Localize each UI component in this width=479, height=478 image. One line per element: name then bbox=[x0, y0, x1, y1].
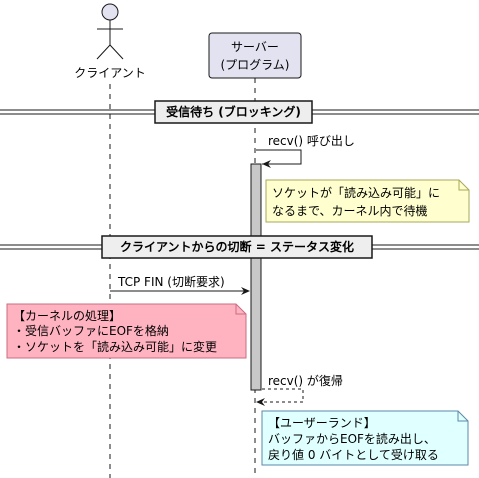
note-kernel: 【カーネルの処理】 ・受信バッファにEOFを格納 ・ソケットを「読み込み可能」に… bbox=[6, 303, 247, 359]
client-label: クライアント bbox=[74, 66, 146, 80]
divider-disconnect: クライアントからの切断 = ステータス変化 bbox=[0, 235, 479, 259]
message-tcp-fin: TCP FIN (切断要求) bbox=[110, 274, 250, 295]
note-server-wait-line1: ソケットが「読み込み可能」に bbox=[272, 185, 440, 200]
server-activation-bar bbox=[250, 163, 262, 391]
note-userland: 【ユーザーランド】 バッファからEOFを読み出し、 戻り値 0 バイトとして受け… bbox=[261, 410, 469, 466]
server-label-line2: (プログラム) bbox=[220, 58, 289, 72]
recv-call-label: recv() 呼び出し bbox=[268, 134, 355, 148]
tcp-fin-label: TCP FIN (切断要求) bbox=[117, 274, 225, 289]
arrow-head-icon bbox=[256, 398, 265, 406]
message-recv-call: recv() 呼び出し bbox=[256, 134, 355, 168]
recv-return-label: recv() が復帰 bbox=[268, 373, 343, 388]
server-box bbox=[208, 32, 302, 79]
divider-waiting-label: 受信待ち (ブロッキング) bbox=[166, 104, 301, 119]
divider-disconnect-label: クライアントからの切断 = ステータス変化 bbox=[120, 239, 354, 254]
note-kernel-line2: ・受信バッファにEOFを格納 bbox=[13, 323, 169, 338]
note-userland-line1: 【ユーザーランド】 bbox=[268, 416, 376, 430]
note-server-wait: ソケットが「読み込み可能」に なるまで、カーネル内で待機 bbox=[265, 179, 470, 223]
note-userland-line3: 戻り値 0 バイトとして受け取る bbox=[268, 447, 439, 462]
server-label-line1: サーバー bbox=[231, 40, 279, 54]
note-kernel-line1: 【カーネルの処理】 bbox=[13, 309, 121, 323]
divider-waiting: 受信待ち (ブロッキング) bbox=[0, 100, 479, 124]
arrow-head-icon bbox=[241, 287, 250, 295]
client-actor: クライアント bbox=[74, 3, 146, 80]
note-server-wait-line2: なるまで、カーネル内で待機 bbox=[272, 203, 428, 218]
message-recv-return: recv() が復帰 bbox=[256, 373, 343, 406]
note-kernel-line3: ・ソケットを「読み込み可能」に変更 bbox=[13, 339, 217, 354]
note-userland-line2: バッファからEOFを読み出し、 bbox=[268, 431, 436, 446]
arrow-head-icon bbox=[262, 160, 271, 168]
actor-icon bbox=[101, 3, 119, 21]
server-participant: サーバー (プログラム) bbox=[208, 32, 302, 79]
